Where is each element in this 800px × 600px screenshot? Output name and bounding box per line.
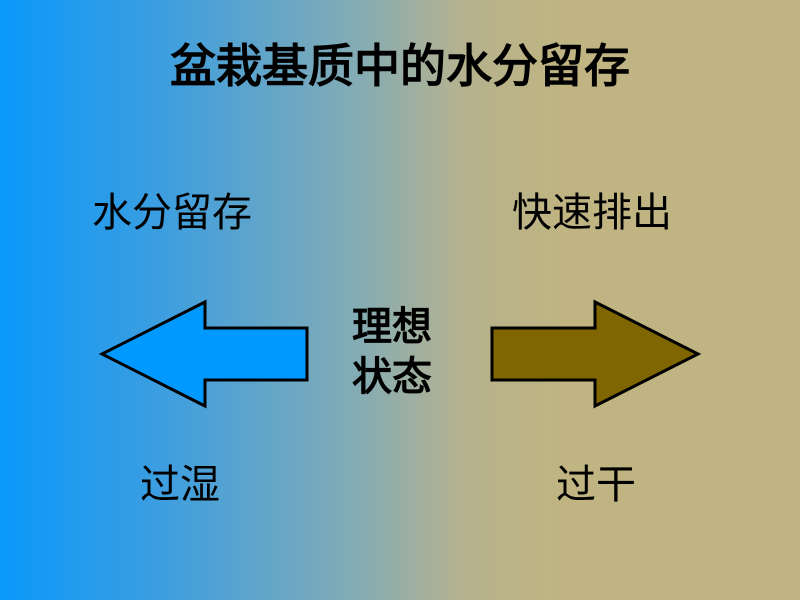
slide-title: 盆栽基质中的水分留存 <box>170 39 630 93</box>
label-fast-drainage: 快速排出 <box>512 190 672 236</box>
left-arrow-icon <box>98 299 309 409</box>
center-line-2: 状态 <box>352 354 432 400</box>
right-arrow-icon <box>490 299 702 409</box>
label-ideal-state: 理想 状态 <box>352 302 432 402</box>
label-too-wet: 过湿 <box>140 462 220 508</box>
label-water-retention: 水分留存 <box>92 190 252 236</box>
center-line-1: 理想 <box>352 304 432 350</box>
label-too-dry: 过干 <box>556 462 636 508</box>
